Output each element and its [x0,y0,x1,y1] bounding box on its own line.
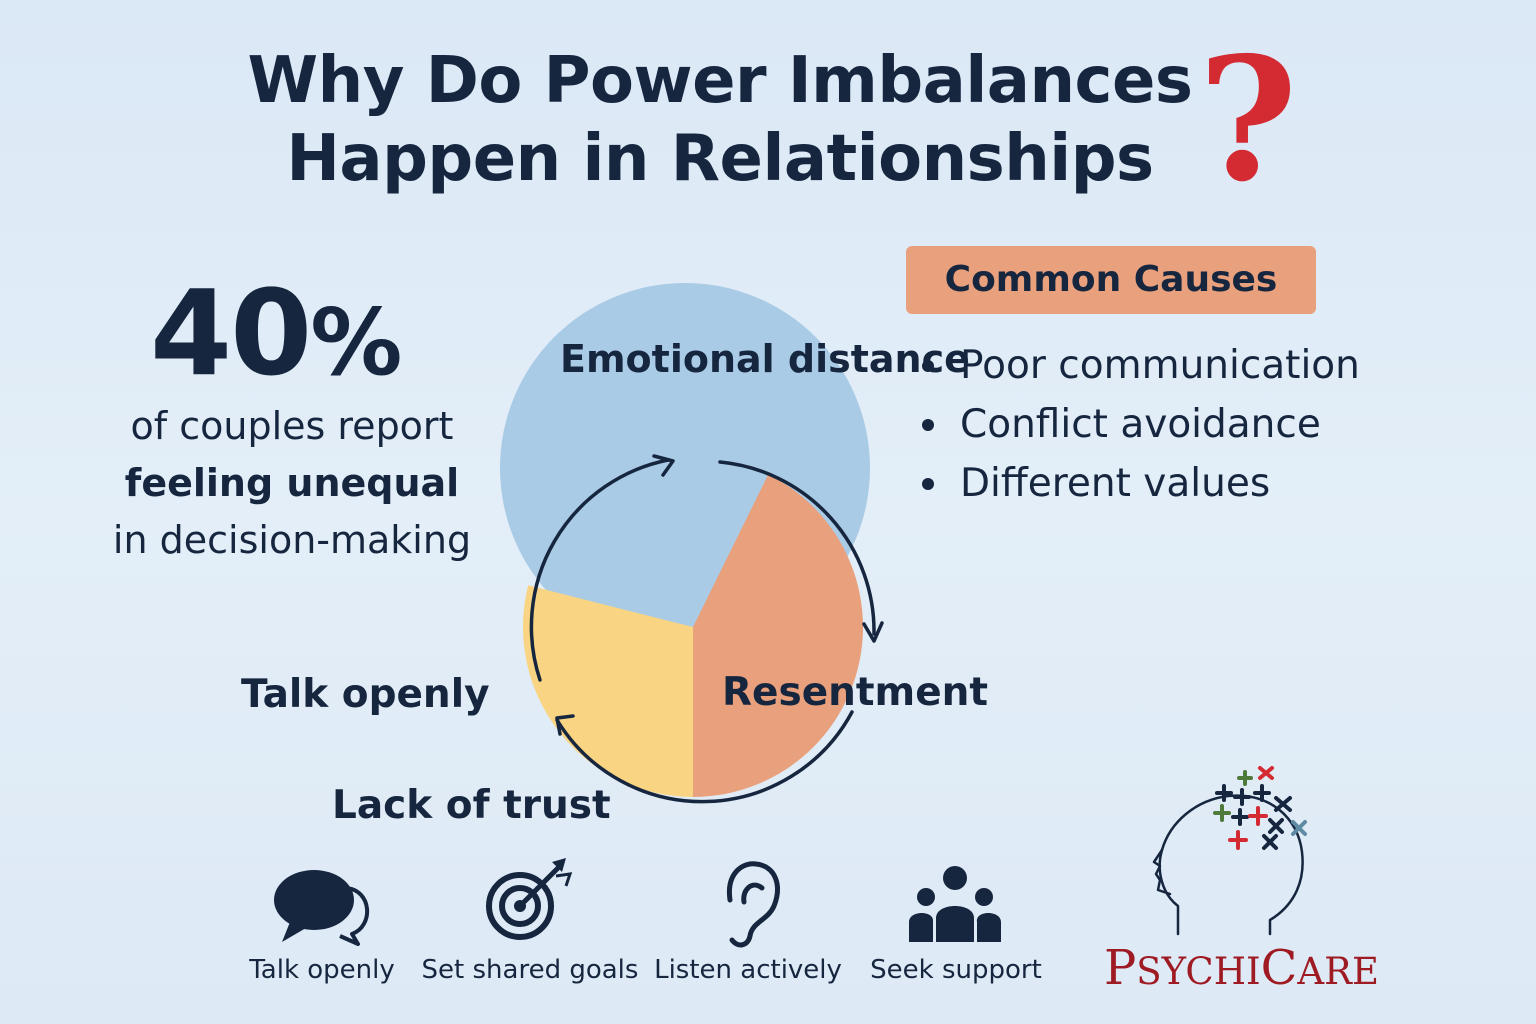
arrowhead-left-icon [652,454,675,477]
common-causes-heading: Common Causes [906,246,1316,314]
tip-label: Talk openly [249,955,395,985]
speech-bubbles-icon [274,870,369,946]
stat-line-2: feeling unequal [124,461,460,505]
emotional-distance-label: Emotional distance [560,337,970,381]
cause-item: Poor communication [920,336,1360,395]
stat-line-1: of couples report [130,404,454,448]
tip-label: Listen actively [654,955,842,985]
resentment-segment [693,475,863,797]
stat-figure: 40% [150,268,430,408]
stat-unit: % [310,289,402,396]
question-mark-icon: ? [1198,20,1298,220]
head-profile-icon [1152,794,1304,936]
cause-item: Conflict avoidance [920,395,1360,454]
brain-crosses-icon [1213,766,1307,850]
tip-label: Set shared goals [421,955,639,985]
lack-of-trust-label: Lack of trust [332,783,611,828]
cause-item: Different values [920,454,1360,513]
stat-value: 40 [150,264,312,402]
arrow-arc-bottom [555,710,854,804]
title-line-1: Why Do Power Imbalances [247,44,1193,118]
page-title: Why Do Power Imbalances Happen in Relati… [0,42,1440,198]
ear-icon [726,861,780,948]
causes-list: Poor communication Conflict avoidance Di… [920,336,1360,513]
resentment-label: Resentment [722,670,989,715]
arrow-arc-left [529,458,670,682]
tip-label: Seek support [870,955,1042,985]
title-line-2: Happen in Relationships [286,122,1154,196]
psychicare-logo: PSYCHICARE [1104,940,1379,996]
stat-line-3: in decision-making [112,518,472,562]
arrowhead-right-icon [862,621,884,643]
arrowhead-bottom-icon [555,714,575,736]
group-icon [909,866,1001,942]
arrow-arc-right [718,460,876,636]
target-icon [486,858,573,940]
stat-description: of couples report feeling unequal in dec… [92,398,492,569]
talk-openly-label: Talk openly [241,672,490,717]
